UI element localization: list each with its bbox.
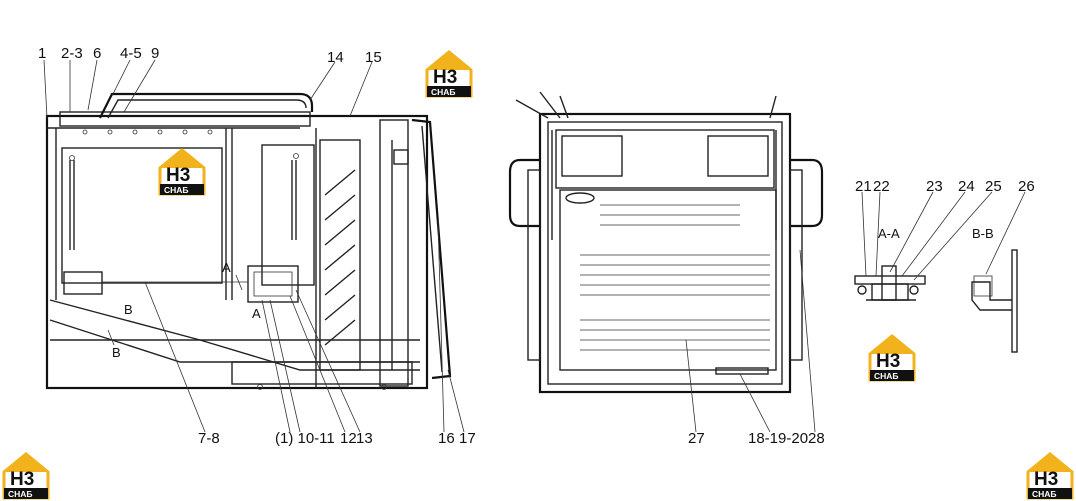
label-23: 23 [926,178,943,195]
section-a-a-detail [854,191,993,301]
svg-text:СНАБ: СНАБ [1032,489,1057,499]
label-22: 22 [873,178,890,195]
svg-text:H3: H3 [10,469,34,490]
label-9: 9 [151,45,159,62]
label-17: 17 [459,430,476,447]
svg-text:H3: H3 [876,351,900,372]
section-labels: A A B B A-A B-B [112,226,994,360]
label-7-8: 7-8 [198,430,220,447]
side-view [43,59,465,433]
section-b-b-detail [971,191,1026,353]
label-14: 14 [327,49,344,66]
label-25: 25 [985,178,1002,195]
label-1-10-11: (1) 10-11 [275,430,335,447]
section-a-a-title: A-A [878,226,900,241]
svg-text:СНАБ: СНАБ [8,489,33,499]
label-26: 26 [1018,178,1035,195]
logo: H3 СНАБ [1026,452,1074,501]
svg-text:СНАБ: СНАБ [874,371,899,381]
svg-text:СНАБ: СНАБ [164,185,189,195]
perforated-grid [580,204,770,351]
label-4-5: 4-5 [120,45,142,62]
svg-text:H3: H3 [1034,469,1058,490]
label-28: 28 [808,430,825,447]
section-a-top: A [222,260,231,275]
label-1: 1 [38,45,46,62]
label-6: 6 [93,45,101,62]
part-labels: 1 2-3 6 4-5 9 14 15 7-8 (1) 10-11 12 13 … [38,45,1035,447]
section-b-b-title: B-B [972,226,994,241]
label-24: 24 [958,178,975,195]
label-12: 12 [340,430,357,447]
vent-slots [324,169,356,346]
label-27: 27 [688,430,705,447]
section-b-bottom: B [112,345,121,360]
logo: H3 СНАБ [868,334,916,383]
svg-text:H3: H3 [166,165,190,186]
logo: H3 СНАБ [425,50,473,99]
label-2-3: 2-3 [61,45,83,62]
svg-text:СНАБ: СНАБ [431,87,456,97]
label-13: 13 [356,430,373,447]
svg-text:H3: H3 [433,67,457,88]
logo: H3 СНАБ [158,148,206,197]
logo: H3 СНАБ [2,452,50,501]
label-21: 21 [855,178,872,195]
label-18-19-20: 18-19-20 [748,430,808,447]
label-15: 15 [365,49,382,66]
front-view [508,91,824,433]
section-a-bottom: A [252,306,261,321]
section-b-top: B [124,302,133,317]
label-16: 16 [438,430,455,447]
